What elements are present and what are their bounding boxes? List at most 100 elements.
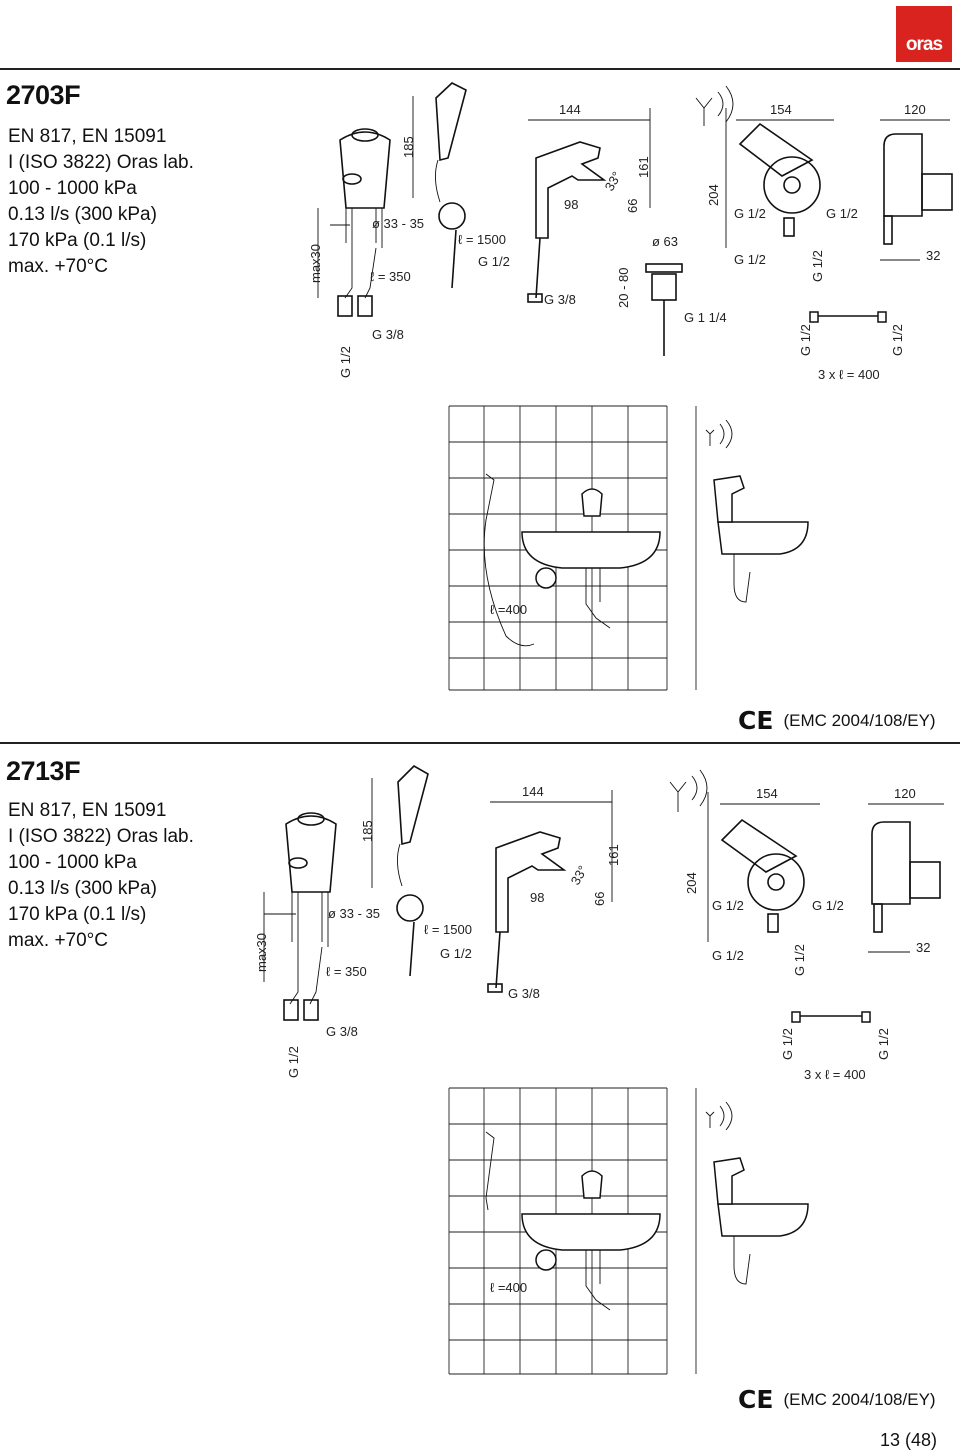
spec-max-temp: max. +70°C [8,930,109,951]
dim-max30: max30 [254,933,269,972]
dim-98: 98 [564,197,578,212]
spec-list-2713F: EN 817, EN 15091 I (ISO 3822) Oras lab. … [8,798,194,954]
section-rule-top [0,68,960,70]
dim-diameter-63: ø 63 [652,234,678,249]
drain-view [645,263,683,356]
install-hose-label: ℓ =400 [490,602,527,617]
dim-length-1500: ℓ = 1500 [458,232,506,247]
dim-g12-shower: G 1/2 [478,254,510,269]
dim-20-80: 20 - 80 [616,268,631,308]
dim-144: 144 [559,102,581,117]
ce-directive: (EMC 2004/108/EY) [783,710,936,730]
oras-logo: oras [896,6,952,62]
dim-g38-side: G 3/8 [508,986,540,1001]
spec-class: I (ISO 3822) Oras lab. [8,152,194,173]
dim-g38-connection: G 3/8 [372,327,404,342]
connection-hoses [809,311,887,323]
dim-204: 204 [706,184,721,206]
sensor-wave-icon [705,419,733,449]
control-unit-front [535,1249,557,1271]
dim-120: 120 [894,786,916,801]
spec-min-pressure: 170 kPa (0.1 l/s) [8,904,147,925]
model-title-2703F: 2703F [6,80,81,110]
dim-144: 144 [522,784,544,799]
shower-hose [485,1131,495,1211]
dim-diameter: ø 33 - 35 [328,906,380,921]
washbasin-front [521,531,661,569]
spec-flow: 0.13 l/s (300 kPa) [8,204,157,225]
spec-class: I (ISO 3822) Oras lab. [8,826,194,847]
dim-g114: G 1 1/4 [684,310,727,325]
spec-standards: EN 817, EN 15091 [8,800,167,821]
dim-161: 161 [606,844,621,866]
installation-illustration-2713F: ℓ =400 [448,1087,809,1375]
dim-185: 185 [401,136,416,158]
tap-front [581,1170,603,1199]
dim-g12-shower: G 1/2 [440,946,472,961]
model-title-2713F: 2713F [6,756,81,786]
dim-g12-hose-2: G 1/2 [876,1028,891,1060]
dim-angle-33: 33° [602,169,625,194]
spec-flow: 0.13 l/s (300 kPa) [8,878,157,899]
tile-wall-grid [448,405,697,691]
dim-161: 161 [636,156,651,178]
drain-trap [733,1236,751,1285]
dim-g12-unit-2: G 1/2 [826,206,858,221]
washbasin-side [717,521,809,555]
dim-g38-connection: G 3/8 [326,1024,358,1039]
dim-length-350: ℓ = 350 [370,269,411,284]
dim-hose-length: 3 x ℓ = 400 [804,1067,866,1082]
spec-pressure-range: 100 - 1000 kPa [8,852,137,873]
logo-text: oras [905,34,943,55]
technical-drawing-2713F: max30 ø 33 - 35 ℓ = 350 G 3/8 G 1/2 185 … [254,765,944,1082]
dim-32: 32 [926,248,940,263]
dim-66: 66 [625,199,640,213]
dim-g12-unit-3: G 1/2 [712,948,744,963]
tap-front [581,488,603,517]
sensor-control-unit [695,85,834,248]
sensor-control-unit [669,769,820,942]
hand-shower-view [371,765,429,977]
hand-shower-view [412,82,467,289]
install-hose-label: ℓ =400 [490,1280,527,1295]
drain-trap [733,554,751,603]
dim-g12-hose-1: G 1/2 [780,1028,795,1060]
control-box-side [880,119,953,261]
tap-side-view [487,790,613,993]
dim-angle-33: 33° [568,863,591,888]
dim-66: 66 [592,892,607,906]
connection-hoses [791,1011,871,1023]
tap-side [713,1157,745,1205]
dim-154: 154 [756,786,778,801]
ce-marking-2703F: CE (EMC 2004/108/EY) [738,706,936,735]
dim-g12-hose-2: G 1/2 [890,324,905,356]
ce-marking-2713F: CE (EMC 2004/108/EY) [738,1385,936,1414]
dim-204: 204 [684,872,699,894]
dim-hose-length: 3 x ℓ = 400 [818,367,880,382]
supply-pipes [585,568,611,629]
washbasin-side [717,1203,809,1237]
dim-g12-unit-3: G 1/2 [734,252,766,267]
control-box-side [868,803,944,953]
dim-98: 98 [530,890,544,905]
dim-g12-unit-4: G 1/2 [792,944,807,976]
spec-min-pressure: 170 kPa (0.1 l/s) [8,230,147,251]
supply-pipes [585,1250,611,1311]
control-unit-front [535,567,557,589]
dim-g12-unit-2: G 1/2 [812,898,844,913]
dim-32: 32 [916,940,930,955]
tap-side [713,475,745,523]
tap-front-view [263,812,337,1021]
dim-g12-connection: G 1/2 [286,1046,301,1078]
washbasin-front [521,1213,661,1251]
dim-length-1500: ℓ = 1500 [424,922,472,937]
spec-list-2703F: EN 817, EN 15091 I (ISO 3822) Oras lab. … [8,124,194,280]
dim-g12-unit-1: G 1/2 [712,898,744,913]
dim-g12-unit-4: G 1/2 [810,250,825,282]
ce-mark: CE [738,706,774,735]
dim-185: 185 [360,820,375,842]
dim-max30: max30 [308,244,323,283]
section-rule-middle [0,742,960,744]
dim-diameter: ø 33 - 35 [372,216,424,231]
tap-side-view [527,108,651,303]
